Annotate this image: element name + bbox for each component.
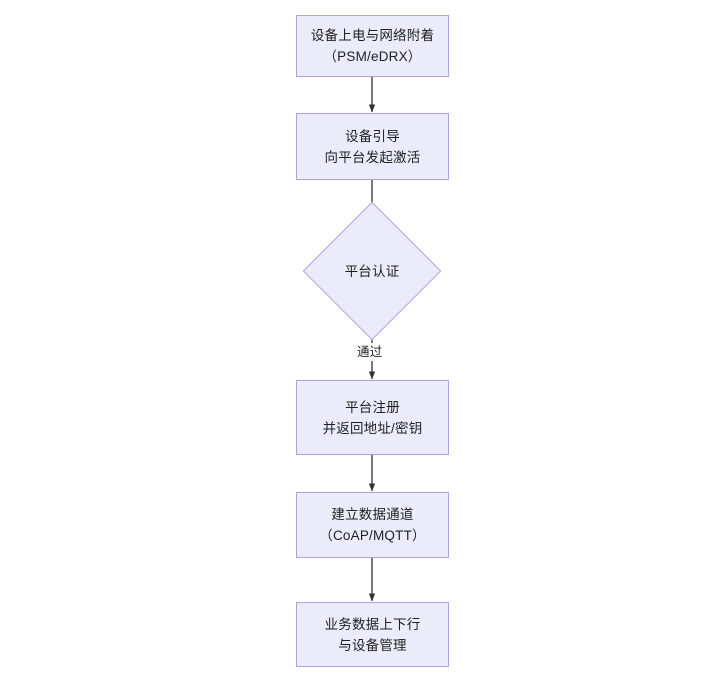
node-bootstrap[interactable]: 设备引导 向平台发起激活: [296, 113, 449, 180]
node-register-line-1: 平台注册: [345, 399, 400, 415]
node-register-line-2: 并返回地址/密钥: [322, 420, 423, 436]
node-power-on-line-1: 设备上电与网络附着: [310, 28, 435, 43]
node-data-channel[interactable]: 建立数据通道 （CoAP/MQTT）: [296, 492, 449, 558]
node-power-on[interactable]: 设备上电与网络附着 （PSM/eDRX）: [296, 15, 449, 77]
node-data-channel-line-2: （CoAP/MQTT）: [319, 528, 426, 543]
node-business-data-line-2: 与设备管理: [338, 637, 407, 653]
node-data-channel-line-1: 建立数据通道: [331, 507, 414, 522]
node-business-data[interactable]: 业务数据上下行 与设备管理: [296, 602, 449, 667]
node-bootstrap-line-2: 向平台发起激活: [324, 149, 421, 165]
node-register[interactable]: 平台注册 并返回地址/密钥: [296, 380, 449, 455]
node-platform-auth[interactable]: 平台认证: [302, 201, 442, 341]
node-bootstrap-line-1: 设备引导: [345, 128, 400, 144]
node-power-on-line-2: （PSM/eDRX）: [323, 49, 422, 64]
node-business-data-line-1: 业务数据上下行: [324, 616, 421, 632]
edge-label-pass: 通过: [354, 343, 386, 361]
node-platform-auth-label: 平台认证: [344, 263, 400, 279]
